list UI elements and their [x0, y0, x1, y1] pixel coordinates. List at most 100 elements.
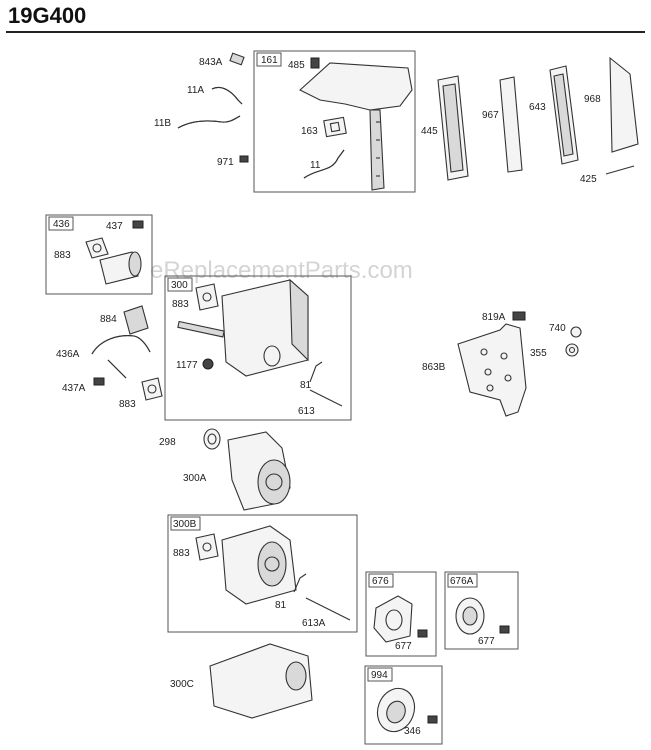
group-tag-300B — [170, 516, 201, 531]
part-1177[interactable]: 1177 — [176, 358, 214, 371]
part-437[interactable]: 437 — [106, 220, 144, 232]
label-300C: 300C — [170, 679, 194, 690]
label-346: 346 — [404, 726, 421, 737]
label-81-b: 81 — [275, 600, 287, 611]
part-613A[interactable]: 613A — [302, 597, 351, 629]
part-883-gasket-a[interactable]: 883 — [54, 237, 109, 261]
group-box-300B — [167, 514, 358, 633]
label-676A: 676A — [450, 576, 474, 587]
part-346[interactable]: 346 — [404, 715, 438, 737]
part-161-breather[interactable] — [299, 62, 413, 191]
part-967[interactable]: 967 — [482, 76, 523, 173]
group-tag-676A — [447, 573, 478, 588]
label-884: 884 — [100, 314, 117, 325]
part-883-gasket-b[interactable]: 883 — [172, 283, 219, 311]
label-437: 437 — [106, 221, 123, 232]
part-300A-muffler[interactable]: 300A — [183, 431, 291, 511]
part-81-b[interactable]: 81 — [275, 573, 307, 611]
label-300A: 300A — [183, 473, 207, 484]
label-863B: 863B — [422, 362, 446, 373]
part-300-muffler[interactable] — [177, 278, 309, 377]
part-843A[interactable]: 843A — [199, 52, 245, 68]
label-81-a: 81 — [300, 380, 312, 391]
label-677-a: 677 — [395, 641, 412, 652]
label-676: 676 — [372, 576, 389, 587]
part-968[interactable]: 968 — [584, 56, 639, 153]
group-tag-994 — [367, 667, 393, 682]
label-843A: 843A — [199, 57, 223, 68]
label-11A: 11A — [187, 85, 204, 96]
label-971: 971 — [217, 157, 234, 168]
label-300B: 300B — [173, 519, 197, 530]
part-355[interactable]: 355 — [530, 343, 579, 359]
part-677-a[interactable]: 677 — [395, 629, 428, 652]
label-161: 161 — [261, 55, 278, 66]
part-11A[interactable]: 11A — [187, 85, 243, 105]
group-box-161 — [253, 50, 416, 193]
part-81-a[interactable]: 81 — [300, 361, 323, 391]
watermark: eReplacementParts.com — [150, 257, 413, 284]
part-437A[interactable]: 437A — [62, 377, 105, 394]
label-445: 445 — [421, 126, 438, 137]
page-title: 19G400 — [8, 3, 87, 28]
label-355: 355 — [530, 348, 547, 359]
part-485[interactable]: 485 — [288, 57, 320, 71]
label-613A: 613A — [302, 618, 326, 629]
part-740[interactable]: 740 — [549, 323, 582, 338]
group-box-994 — [364, 665, 443, 745]
group-box-300 — [164, 275, 352, 421]
group-box-676 — [365, 571, 437, 657]
part-884[interactable]: 884 — [100, 305, 149, 335]
label-436: 436 — [53, 219, 70, 230]
part-163[interactable]: 163 — [301, 116, 347, 138]
label-298: 298 — [159, 437, 176, 448]
part-425[interactable]: 425 — [580, 165, 635, 185]
label-613: 613 — [298, 406, 315, 417]
label-967: 967 — [482, 110, 499, 121]
part-994-screen[interactable] — [372, 683, 421, 737]
part-300B-muffler[interactable] — [221, 525, 297, 605]
group-box-676A — [444, 571, 519, 650]
part-971[interactable]: 971 — [217, 155, 249, 168]
label-163: 163 — [301, 126, 318, 137]
label-1177: 1177 — [176, 360, 198, 371]
part-298[interactable]: 298 — [159, 428, 221, 450]
part-676-guard[interactable] — [373, 595, 413, 643]
label-436A: 436A — [56, 349, 80, 360]
label-643: 643 — [529, 102, 546, 113]
label-677-b: 677 — [478, 636, 495, 647]
label-300: 300 — [171, 280, 188, 291]
part-445[interactable]: 445 — [421, 75, 469, 181]
group-tag-436 — [48, 216, 74, 231]
part-300C-muffler[interactable]: 300C — [170, 643, 313, 719]
part-436A[interactable]: 436A — [56, 335, 151, 379]
part-643[interactable]: 643 — [529, 65, 579, 165]
part-11[interactable]: 11 — [303, 149, 345, 179]
title-rule — [6, 31, 645, 33]
label-883-b: 883 — [172, 299, 189, 310]
label-437A: 437A — [62, 383, 86, 394]
part-613[interactable]: 613 — [298, 389, 343, 417]
label-11B: 11B — [154, 118, 171, 129]
label-740: 740 — [549, 323, 566, 334]
part-677-b[interactable]: 677 — [478, 625, 510, 647]
label-883-a: 883 — [54, 250, 71, 261]
group-tag-300 — [167, 277, 193, 292]
group-tag-161 — [256, 52, 282, 67]
part-863B-bracket[interactable]: 863B — [422, 323, 527, 417]
label-883-d: 883 — [173, 548, 190, 559]
group-tag-676 — [368, 573, 394, 588]
part-883-gasket-d[interactable]: 883 — [173, 533, 219, 561]
part-676A-guard[interactable] — [455, 597, 485, 635]
part-436-pipe[interactable] — [99, 251, 142, 285]
part-819A[interactable]: 819A — [482, 311, 526, 323]
label-994: 994 — [371, 670, 388, 681]
label-425: 425 — [580, 174, 597, 185]
part-11B[interactable]: 11B — [154, 115, 241, 129]
part-883-gasket-c[interactable]: 883 — [119, 377, 163, 410]
label-883-c: 883 — [119, 399, 136, 410]
label-11: 11 — [310, 160, 321, 171]
group-box-436 — [45, 214, 153, 295]
label-819A: 819A — [482, 312, 506, 323]
